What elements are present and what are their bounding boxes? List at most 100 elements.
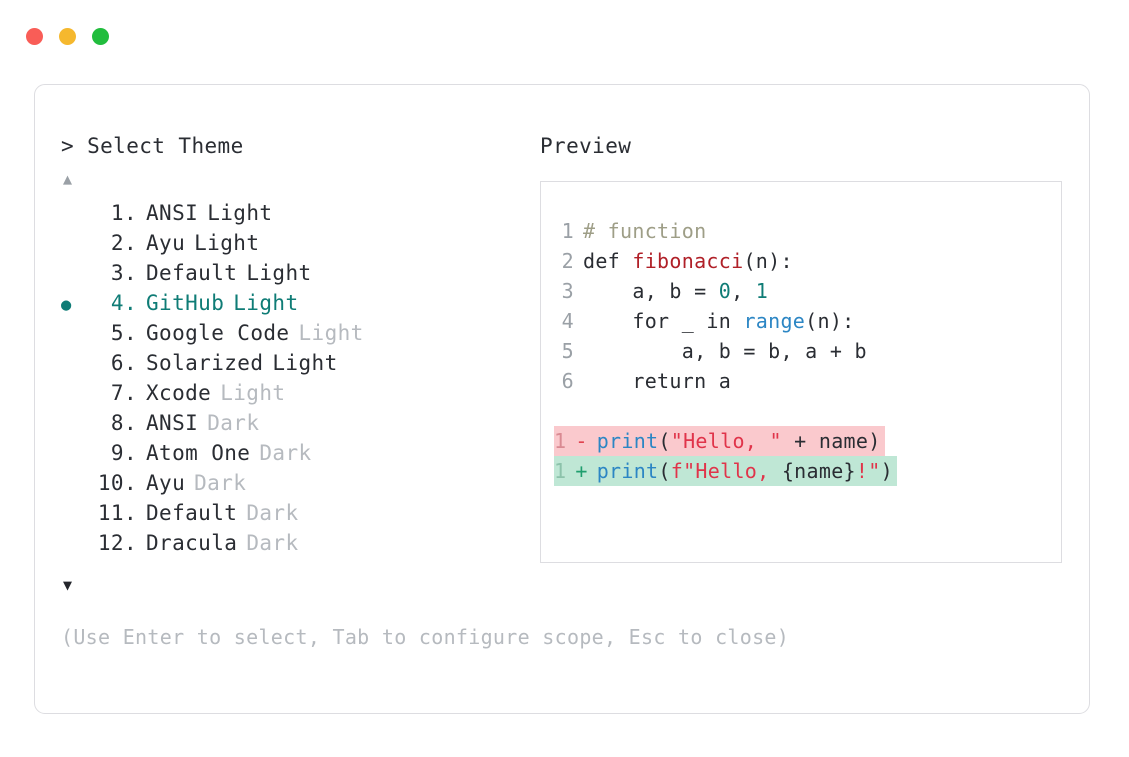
theme-item-name: Ayu xyxy=(146,231,186,255)
code-token: ( xyxy=(658,429,671,453)
code-line: 6 return a xyxy=(541,366,1061,396)
code-line: 4 for _ in range(n): xyxy=(541,306,1061,336)
page-title xyxy=(74,134,87,158)
theme-item-variant: Light xyxy=(207,201,273,225)
diff-removed-line: 1-print("Hello, " + name) xyxy=(541,426,1061,456)
theme-item-variant: Dark xyxy=(207,411,260,435)
theme-item-index: 12. xyxy=(97,531,137,555)
code-line-text: for _ in range(n): xyxy=(574,306,855,336)
diff-sign: + xyxy=(575,459,588,483)
line-number: 1 xyxy=(554,429,567,453)
minimize-icon[interactable] xyxy=(59,28,76,45)
theme-item-name: Ayu xyxy=(146,471,186,495)
theme-item-variant: Light xyxy=(194,231,260,255)
theme-list-item[interactable]: 1. ANSI Light xyxy=(61,198,531,228)
code-token: {name} xyxy=(781,459,856,483)
keyboard-hint: (Use Enter to select, Tab to configure s… xyxy=(61,625,790,649)
theme-list-item[interactable]: 9. Atom One Dark xyxy=(61,438,531,468)
selector-title: Select Theme xyxy=(87,134,244,158)
theme-item-variant: Light xyxy=(298,321,364,345)
code-line-text: # function xyxy=(574,216,706,246)
code-token: !" xyxy=(855,459,881,483)
code-line: 5 a, b = b, a + b xyxy=(541,336,1061,366)
theme-item-variant: Dark xyxy=(246,531,299,555)
code-token: ) xyxy=(880,459,893,483)
theme-item-index: 8. xyxy=(110,411,137,435)
scroll-up-icon[interactable]: ▲ xyxy=(63,170,73,188)
theme-item-index: 1. xyxy=(110,201,137,225)
code-line-text: return a xyxy=(574,366,731,396)
diff-line-body: 1-print("Hello, " + name) xyxy=(554,426,885,456)
line-number: 1 xyxy=(561,219,574,243)
theme-item-name: Solarized xyxy=(146,351,264,375)
code-line-text: a, b = 0, 1 xyxy=(574,276,768,306)
code-token: (n): xyxy=(805,309,855,333)
line-number: 4 xyxy=(561,309,574,333)
code-token: print xyxy=(596,429,659,453)
diff-sign: - xyxy=(575,429,588,453)
selector-prompt: > Select Theme xyxy=(61,133,531,159)
code-token: a, b = xyxy=(583,279,719,303)
window-traffic-lights xyxy=(26,28,109,45)
code-line-text: a, b = b, a + b xyxy=(574,336,867,366)
code-token: + name) xyxy=(781,429,881,453)
theme-item-name: Dracula xyxy=(146,531,238,555)
diff-added-line: 1 + print(f"Hello, {name}!") xyxy=(541,456,1061,486)
code-token: print xyxy=(596,459,659,483)
close-icon[interactable] xyxy=(26,28,43,45)
theme-list-item[interactable]: 8. ANSI Dark xyxy=(61,408,531,438)
theme-list-item[interactable]: 5. Google Code Light xyxy=(61,318,531,348)
scroll-down-icon[interactable]: ▼ xyxy=(63,576,73,594)
theme-item-name: ANSI xyxy=(146,201,199,225)
theme-item-variant: Light xyxy=(246,261,312,285)
code-line-text: def fibonacci(n): xyxy=(574,246,793,276)
code-token: "Hello, " xyxy=(670,429,782,453)
code-token: return a xyxy=(583,369,732,393)
theme-item-index: 6. xyxy=(110,351,137,375)
diff-line-text: print("Hello, " + name) xyxy=(588,429,881,453)
theme-item-variant: Light xyxy=(233,291,299,315)
preview-label: Preview xyxy=(540,134,632,158)
code-token: ( xyxy=(658,459,671,483)
theme-item-name: Atom One xyxy=(146,441,251,465)
maximize-icon[interactable] xyxy=(92,28,109,45)
theme-item-index: 9. xyxy=(110,441,137,465)
theme-item-variant: Dark xyxy=(259,441,312,465)
theme-item-variant: Dark xyxy=(246,501,299,525)
code-token: f"Hello, xyxy=(670,459,782,483)
code-token: range xyxy=(743,309,806,333)
theme-item-index: 3. xyxy=(110,261,137,285)
line-number: 1 xyxy=(554,459,567,483)
code-token: fibonacci xyxy=(632,249,744,273)
theme-item-name: Default xyxy=(146,261,238,285)
theme-item-name: Xcode xyxy=(146,381,212,405)
theme-item-name: Google Code xyxy=(146,321,290,345)
theme-item-index: 2. xyxy=(110,231,137,255)
theme-item-variant: Light xyxy=(220,381,286,405)
theme-item-name: GitHub xyxy=(146,291,225,315)
code-line: 1# function xyxy=(541,216,1061,246)
code-token: def xyxy=(583,249,633,273)
theme-item-index: 10. xyxy=(97,471,137,495)
theme-item-name: ANSI xyxy=(146,411,199,435)
code-token: for _ in xyxy=(583,309,744,333)
theme-item-index: 5. xyxy=(110,321,137,345)
diff-line-body: 1 + print(f"Hello, {name}!") xyxy=(554,456,897,486)
line-number: 3 xyxy=(561,279,574,303)
theme-list-item[interactable]: 3. Default Light xyxy=(61,258,531,288)
prompt-caret-icon: > xyxy=(61,134,75,158)
theme-list-item[interactable]: 12. Dracula Dark xyxy=(61,528,531,558)
line-number: 6 xyxy=(561,369,574,393)
theme-list-item[interactable]: 2. Ayu Light xyxy=(61,228,531,258)
